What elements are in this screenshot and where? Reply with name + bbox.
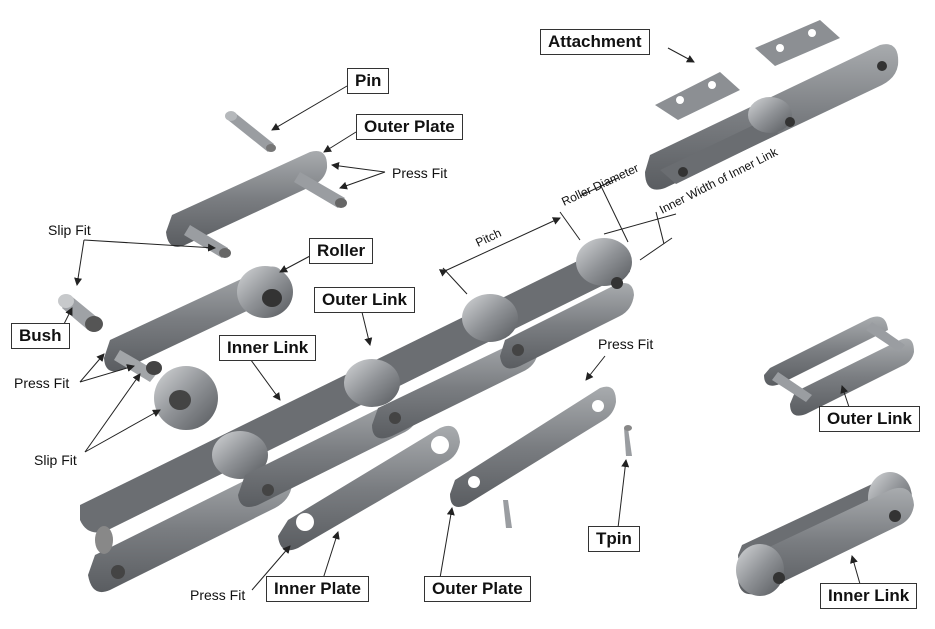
main-chain-front-plates	[88, 282, 634, 593]
attachment-link	[645, 20, 899, 190]
pin-label: Pin	[347, 68, 390, 94]
slip-fit-top-text: Slip Fit	[48, 222, 91, 238]
outer-link-side-label: Outer Link	[819, 406, 921, 432]
press-fit-right-text: Press Fit	[598, 336, 654, 352]
inner-link-side-part	[736, 472, 914, 596]
tpin-part	[624, 425, 632, 456]
press-fit-top-text: Press Fit	[392, 165, 448, 181]
main-chain-pins	[95, 277, 623, 579]
roller-label: Roller	[309, 238, 374, 264]
inner-link-assembly-left	[104, 266, 293, 382]
leader-lines	[62, 47, 861, 591]
tpin-label: Tpin	[588, 526, 640, 552]
bush-part	[58, 294, 103, 332]
slip-fit-left-text: Slip Fit	[34, 452, 77, 468]
loose-roller	[154, 366, 218, 430]
inner-plate-part	[278, 425, 460, 551]
outer-plate-top-label: Outer Plate	[356, 114, 463, 140]
outer-plate-part-bottom	[450, 386, 616, 528]
pin-part	[225, 111, 276, 152]
inner-link-main-label: Inner Link	[219, 335, 317, 361]
dimension-lines	[438, 177, 677, 295]
inner-link-side-label: Inner Link	[820, 583, 918, 609]
attachment-label: Attachment	[540, 29, 650, 55]
roller-diameter-annotation: Roller Diameter	[559, 161, 640, 209]
main-chain-rollers	[212, 238, 632, 479]
inner-plate-label: Inner Plate	[266, 576, 369, 602]
press-fit-bottom-text: Press Fit	[190, 587, 246, 603]
outer-plate-assembly-top	[166, 151, 347, 258]
outer-link-side-part	[764, 316, 914, 416]
press-fit-left-text: Press Fit	[14, 375, 70, 391]
outer-link-main-label: Outer Link	[314, 287, 416, 313]
outer-plate-bottom-label: Outer Plate	[424, 576, 531, 602]
bush-label: Bush	[11, 323, 70, 349]
